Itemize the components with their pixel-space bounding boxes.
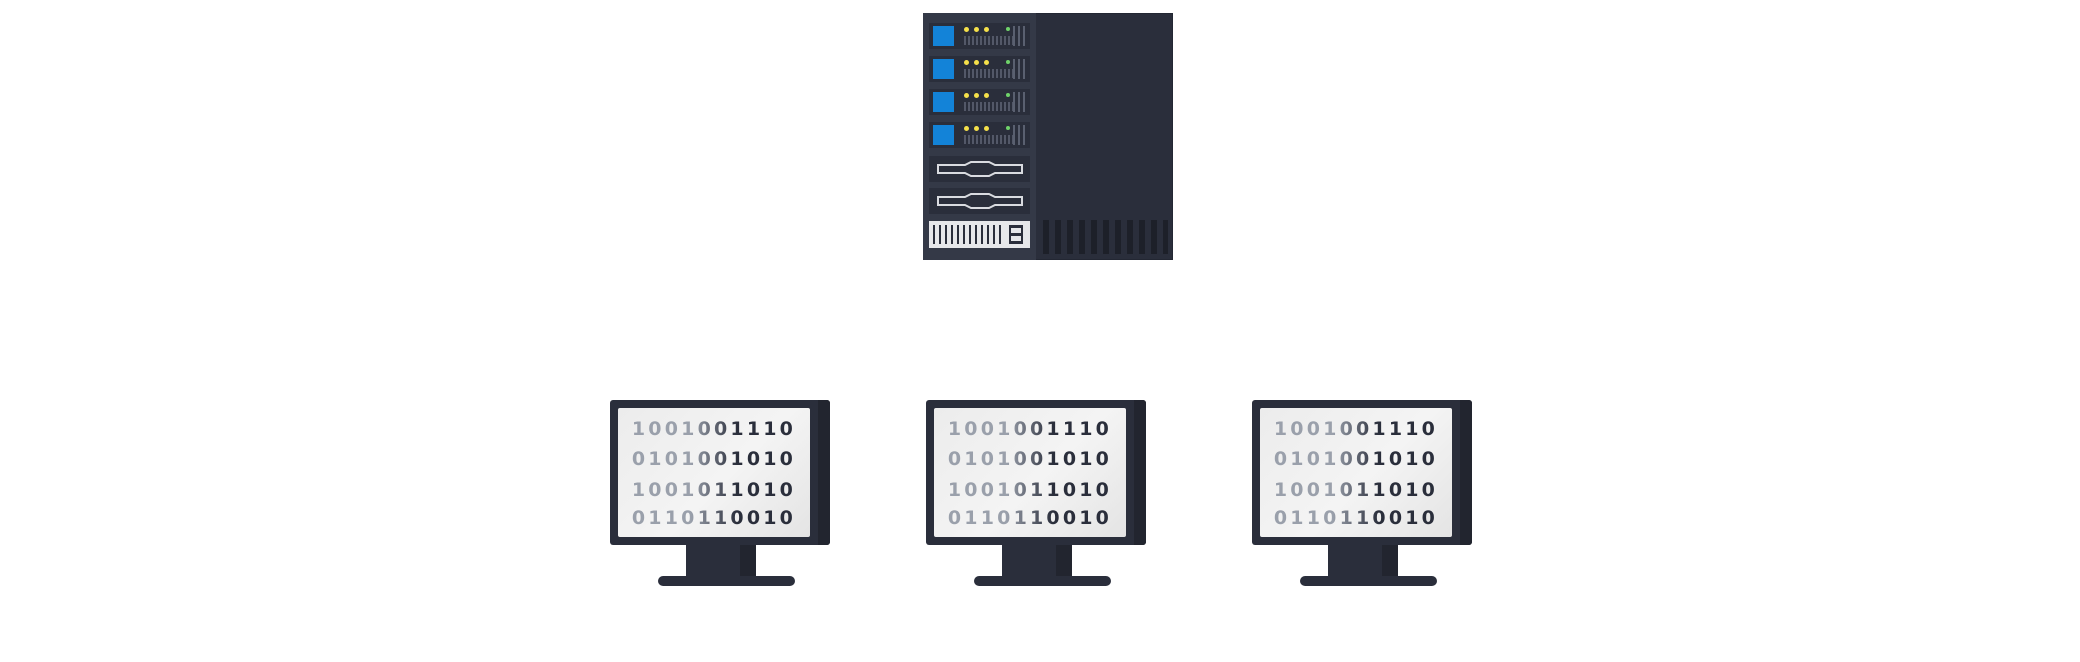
drive-light bbox=[933, 26, 954, 46]
drive-light bbox=[933, 59, 954, 79]
monitor-neck bbox=[1002, 545, 1072, 576]
server-unit bbox=[929, 122, 1030, 148]
binary-line: 0110110010 bbox=[618, 507, 810, 529]
binary-line: 1001011010 bbox=[934, 479, 1126, 501]
monitor-base bbox=[1300, 576, 1437, 586]
binary-line: 0101001010 bbox=[618, 448, 810, 470]
server-unit bbox=[929, 89, 1030, 115]
slot-vents bbox=[964, 36, 1013, 45]
unit-handle bbox=[1013, 26, 1025, 46]
server-rack-icon bbox=[923, 13, 1173, 260]
binary-line: 1001001110 bbox=[618, 418, 810, 440]
server-unit bbox=[929, 56, 1030, 82]
slot-vents bbox=[964, 69, 1013, 78]
drive-bay bbox=[929, 188, 1030, 214]
drive-bay bbox=[929, 156, 1030, 182]
server-unit bbox=[929, 23, 1030, 49]
power-led bbox=[1006, 126, 1010, 130]
status-leds bbox=[964, 93, 989, 98]
monitor-neck bbox=[686, 545, 756, 576]
status-leds bbox=[964, 126, 989, 131]
unit-handle bbox=[1013, 125, 1025, 145]
binary-line: 0101001010 bbox=[934, 448, 1126, 470]
binary-line: 0101001010 bbox=[1260, 448, 1452, 470]
monitor-base bbox=[658, 576, 795, 586]
slot-vents bbox=[964, 135, 1013, 144]
bay-slot-icon bbox=[937, 193, 1023, 209]
bay-slot-icon bbox=[937, 161, 1023, 177]
binary-line: 1001011010 bbox=[1260, 479, 1452, 501]
binary-line: 1001011010 bbox=[618, 479, 810, 501]
drive-light bbox=[933, 92, 954, 112]
binary-line: 0110110010 bbox=[1260, 507, 1452, 529]
slot-vents bbox=[964, 102, 1013, 111]
server-vent bbox=[1043, 220, 1168, 254]
binary-line: 0110110010 bbox=[934, 507, 1126, 529]
monitor-screen: 1001001110 0101001010 1001011010 0110110… bbox=[934, 408, 1126, 537]
psu-ports bbox=[1009, 225, 1023, 244]
power-led bbox=[1006, 60, 1010, 64]
monitor-icon: 1001001110 0101001010 1001011010 0110110… bbox=[1252, 400, 1472, 588]
power-supply bbox=[929, 221, 1030, 248]
power-led bbox=[1006, 27, 1010, 31]
monitor-base bbox=[974, 576, 1111, 586]
binary-line: 1001001110 bbox=[1260, 418, 1452, 440]
unit-handle bbox=[1013, 59, 1025, 79]
psu-grill bbox=[933, 225, 1003, 244]
monitor-icon: 1001001110 0101001010 1001011010 0110110… bbox=[610, 400, 830, 588]
status-leds bbox=[964, 60, 989, 65]
monitor-neck bbox=[1328, 545, 1398, 576]
binary-line: 1001001110 bbox=[934, 418, 1126, 440]
status-leds bbox=[964, 27, 989, 32]
unit-handle bbox=[1013, 92, 1025, 112]
monitor-screen: 1001001110 0101001010 1001011010 0110110… bbox=[1260, 408, 1452, 537]
monitor-screen: 1001001110 0101001010 1001011010 0110110… bbox=[618, 408, 810, 537]
monitor-icon: 1001001110 0101001010 1001011010 0110110… bbox=[926, 400, 1146, 588]
power-led bbox=[1006, 93, 1010, 97]
drive-light bbox=[933, 125, 954, 145]
